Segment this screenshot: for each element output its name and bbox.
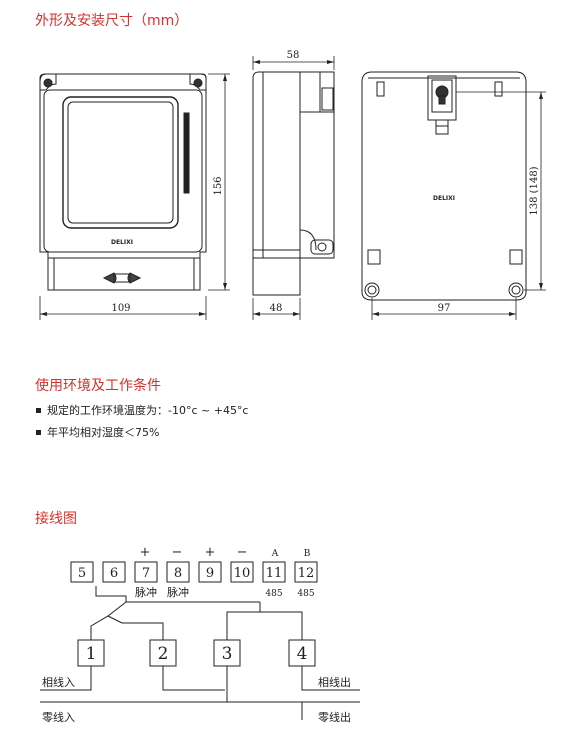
terminal-2: 2 bbox=[158, 644, 169, 664]
polarity-11: A bbox=[271, 549, 279, 559]
neutral-out-label: 零线出 bbox=[318, 710, 351, 724]
back-brand: DELIXI bbox=[433, 195, 455, 202]
condition-text: 年平均相对湿度＜75% bbox=[47, 426, 160, 439]
front-width-label: 109 bbox=[111, 303, 130, 314]
terminal-4: 4 bbox=[297, 644, 308, 664]
terminal-3-box bbox=[213, 639, 241, 667]
back-dimension-lines bbox=[371, 91, 546, 320]
terminal-10-box bbox=[230, 561, 254, 583]
back-height-label: 138 (148) bbox=[529, 166, 540, 215]
terminal-5: 5 bbox=[78, 566, 86, 581]
front-brand: DELIXI bbox=[111, 239, 133, 246]
terminal-4-box bbox=[288, 639, 316, 667]
terminal-5-box bbox=[70, 561, 94, 583]
side-view bbox=[252, 71, 335, 296]
terminal-9-box bbox=[198, 561, 222, 583]
polarity-10: − bbox=[237, 545, 248, 560]
back-view bbox=[361, 71, 527, 301]
terminal-7-box bbox=[134, 561, 158, 583]
front-view bbox=[39, 73, 207, 291]
terminal-6: 6 bbox=[110, 566, 118, 581]
front-dimension-lines bbox=[39, 73, 230, 320]
dimensions-title: 外形及安装尺寸（mm） bbox=[35, 13, 189, 29]
rs485-label-11: 485 bbox=[265, 589, 282, 599]
condition-item: 年平均相对湿度＜75% bbox=[36, 425, 249, 447]
terminal-2-box bbox=[149, 639, 177, 667]
phase-out-label: 相线出 bbox=[318, 675, 351, 689]
polarity-8: − bbox=[172, 545, 183, 560]
terminal-6-box bbox=[102, 561, 126, 583]
dimension-drawings: DELIXI 109 156 bbox=[39, 50, 546, 320]
terminal-1-box bbox=[77, 639, 105, 667]
conditions-list: 规定的工作环境温度为：-10°c ~ +45°c 年平均相对湿度＜75% bbox=[36, 403, 249, 447]
terminal-12: 12 bbox=[298, 566, 315, 581]
bullet-square-icon bbox=[36, 407, 41, 413]
terminal-8: 8 bbox=[174, 566, 182, 581]
wiring-lines bbox=[40, 586, 360, 720]
neutral-in-label: 零线入 bbox=[42, 710, 75, 724]
pulse-label-8: 脉冲 bbox=[167, 585, 189, 599]
polarity-7: + bbox=[140, 545, 151, 560]
terminal-11-box bbox=[262, 561, 286, 583]
terminal-7: 7 bbox=[142, 566, 150, 581]
rs485-label-12: 485 bbox=[297, 589, 314, 599]
pulse-label-7: 脉冲 bbox=[135, 585, 157, 599]
condition-text: 规定的工作环境温度为：-10°c ~ +45°c bbox=[47, 404, 249, 417]
phase-in-label: 相线入 bbox=[42, 675, 75, 689]
side-depth-bottom-label: 48 bbox=[270, 303, 283, 314]
terminal-11: 11 bbox=[266, 566, 283, 581]
side-depth-top-label: 58 bbox=[287, 50, 300, 61]
front-height-label: 156 bbox=[213, 176, 224, 195]
wiring-title: 接线图 bbox=[35, 511, 77, 527]
terminal-12-box bbox=[294, 561, 318, 583]
back-width-label: 97 bbox=[438, 303, 451, 314]
polarity-12: B bbox=[304, 549, 311, 559]
terminal-10: 10 bbox=[234, 566, 251, 581]
polarity-9: + bbox=[205, 545, 216, 560]
condition-item: 规定的工作环境温度为：-10°c ~ +45°c bbox=[36, 403, 249, 425]
terminal-1: 1 bbox=[86, 644, 97, 664]
environment-title: 使用环境及工作条件 bbox=[35, 378, 161, 394]
bullet-square-icon bbox=[36, 429, 41, 435]
terminal-9: 9 bbox=[206, 566, 214, 581]
terminal-3: 3 bbox=[222, 644, 233, 664]
terminal-8-box bbox=[166, 561, 190, 583]
side-dimension-lines bbox=[252, 56, 335, 320]
wiring-diagram: + − + − A B 5 6 7 8 9 10 11 12 脉冲 脉冲 485… bbox=[40, 545, 360, 724]
